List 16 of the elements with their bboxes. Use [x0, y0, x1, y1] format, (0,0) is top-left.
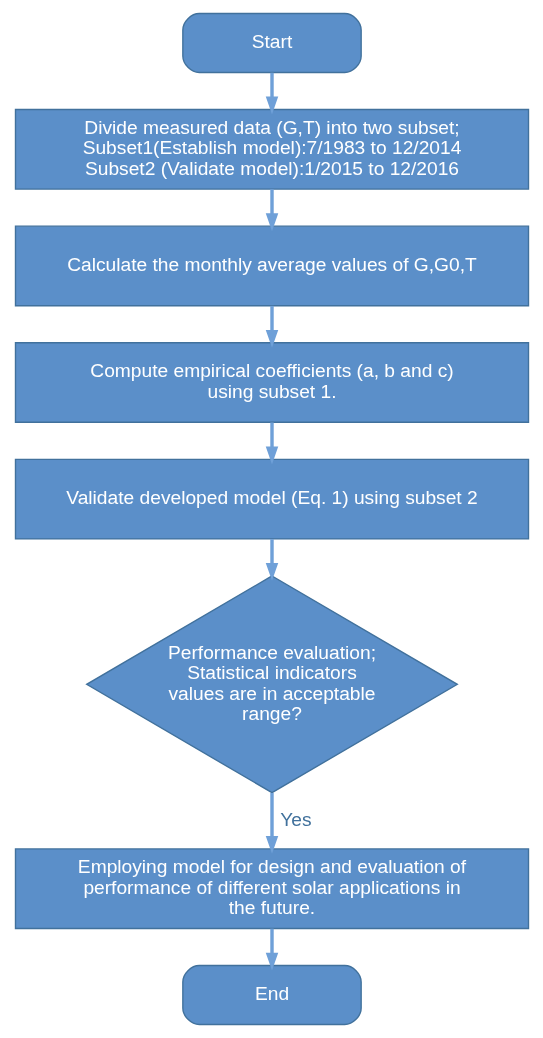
node-diamond: Performance evaluation; Statistical indicators values are in acceptable range? — [84, 575, 459, 794]
node-box: Validate developed model (Eq. 1) using subset 2 — [14, 458, 529, 540]
node-box: End — [181, 964, 362, 1026]
arrow — [265, 928, 278, 971]
arrow — [265, 793, 278, 854]
arrow — [265, 539, 278, 581]
arrow — [265, 422, 278, 465]
node-box: Calculate the monthly average values of G,G0,T — [14, 225, 529, 307]
arrow — [265, 72, 278, 115]
node-box: Divide measured data (G,T) into two subset; Subset1(Establish model):7/1983 to 12/2014 Subset2 (Validate model):1/2015 to 12/2016 — [14, 108, 529, 190]
node-box: Compute empirical coefficients (a, b and c) using subset 1. — [14, 342, 529, 423]
edge-label: Yes — [279, 808, 312, 830]
arrow — [265, 305, 278, 348]
arrow — [265, 189, 278, 232]
node-box: Start — [181, 12, 362, 74]
node-box: Employing model for design and evaluation of performance of different solar applications in the future. — [14, 848, 529, 930]
